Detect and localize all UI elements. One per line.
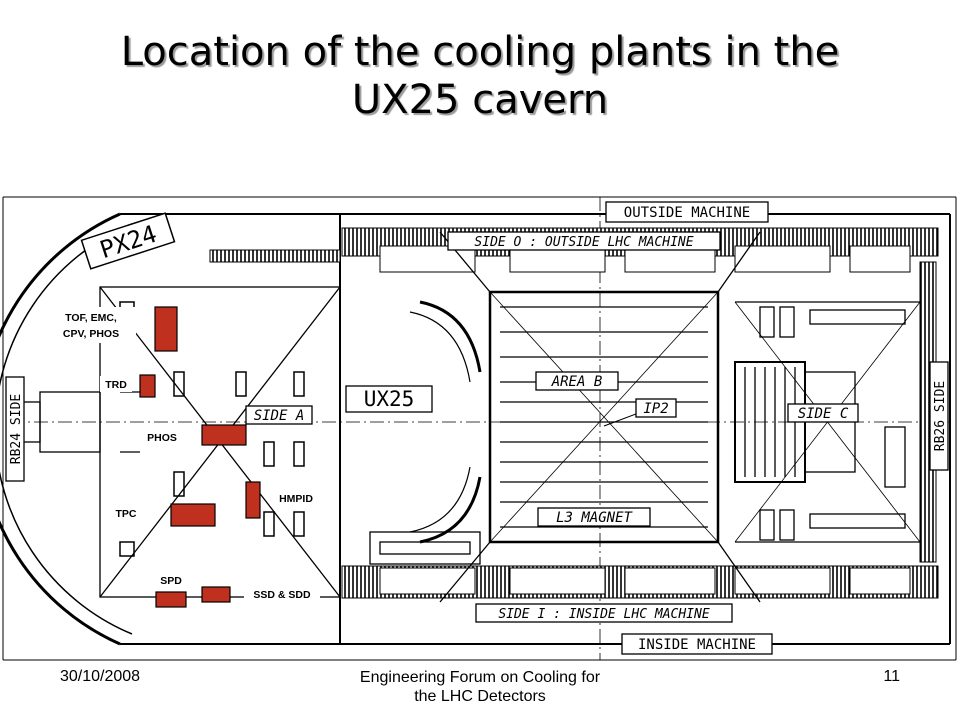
trd-label: TRD — [105, 379, 127, 391]
tof-emc-label-line-1: TOF, EMC, — [65, 312, 117, 324]
ux25-label: UX25 — [345, 385, 433, 413]
ux25-cavern-floor-plan: PX24 OUTSIDE MACHINE INSIDE MACHINE SIDE… — [0, 196, 957, 661]
plant-phos — [201, 424, 247, 446]
svg-text:RB24 SIDE: RB24 SIDE — [9, 394, 24, 464]
svg-text:PX24: PX24 — [96, 220, 160, 264]
l3-magnet-frame — [369, 231, 761, 603]
cavern-walls — [0, 196, 957, 661]
tof-emc-label-line-2: CPV, PHOS — [63, 328, 119, 340]
side-o-label: SIDE O : OUTSIDE LHC MACHINE — [447, 231, 721, 251]
rb26-side-label: RB26 SIDE — [929, 361, 949, 471]
plant-hmpid — [245, 481, 261, 519]
side-i-label: SIDE I : INSIDE LHC MACHINE — [475, 603, 733, 623]
outside-machine-label: OUTSIDE MACHINE — [605, 201, 769, 223]
px24-label: PX24 — [80, 212, 176, 270]
cooling-plants — [139, 306, 261, 608]
svg-text:SIDE A: SIDE A — [254, 408, 305, 424]
plant-ssd-sdd — [201, 586, 231, 603]
side-a-label: SIDE A — [245, 405, 313, 425]
svg-text:SIDE O : OUTSIDE LHC MACHINE: SIDE O : OUTSIDE LHC MACHINE — [474, 235, 693, 250]
plant-trd — [139, 374, 156, 398]
svg-text:OUTSIDE MACHINE: OUTSIDE MACHINE — [624, 205, 750, 221]
plant-spd — [155, 591, 187, 608]
footer-date: 30/10/2008 — [60, 668, 141, 685]
tpc-label: TPC — [116, 508, 137, 520]
rb24-side-label: RB24 SIDE — [5, 376, 25, 482]
area-b-label: AREA B — [535, 371, 619, 391]
spd-label: SPD — [160, 575, 182, 587]
plant-tpc — [170, 503, 216, 527]
svg-text:INSIDE MACHINE: INSIDE MACHINE — [638, 637, 756, 653]
hmpid-label: HMPID — [279, 493, 313, 505]
svg-text:UX25: UX25 — [364, 387, 415, 411]
footer-title: Engineering Forum on Cooling for the LHC… — [320, 668, 640, 706]
footer-page-number: 11 — [883, 668, 900, 685]
phos-label: PHOS — [147, 432, 177, 444]
inside-machine-label: INSIDE MACHINE — [621, 633, 773, 655]
svg-text:RB26 SIDE: RB26 SIDE — [933, 381, 948, 451]
ssd-sdd-label: SSD & SDD — [253, 589, 311, 601]
svg-text:SIDE I : INSIDE LHC MACHINE: SIDE I : INSIDE LHC MACHINE — [498, 607, 709, 622]
ip2-label: IP2 — [603, 398, 677, 427]
l3-magnet-label: L3 MAGNET — [537, 507, 651, 527]
footer-title-line-2: the LHC Detectors — [414, 688, 546, 705]
svg-text:SIDE C: SIDE C — [798, 406, 849, 422]
side-c-label: SIDE C — [787, 403, 859, 423]
svg-text:IP2: IP2 — [643, 401, 668, 417]
plant-tof-emc-cpv-phos — [154, 306, 178, 352]
svg-text:AREA B: AREA B — [551, 374, 603, 390]
slide-title: Location of the cooling plants in the UX… — [0, 28, 960, 124]
slide-title-line-2: UX25 cavern — [351, 77, 609, 123]
svg-text:L3 MAGNET: L3 MAGNET — [556, 510, 633, 526]
footer-title-line-1: Engineering Forum on Cooling for — [359, 669, 601, 686]
slide-title-line-1: Location of the cooling plants in the — [120, 29, 840, 75]
